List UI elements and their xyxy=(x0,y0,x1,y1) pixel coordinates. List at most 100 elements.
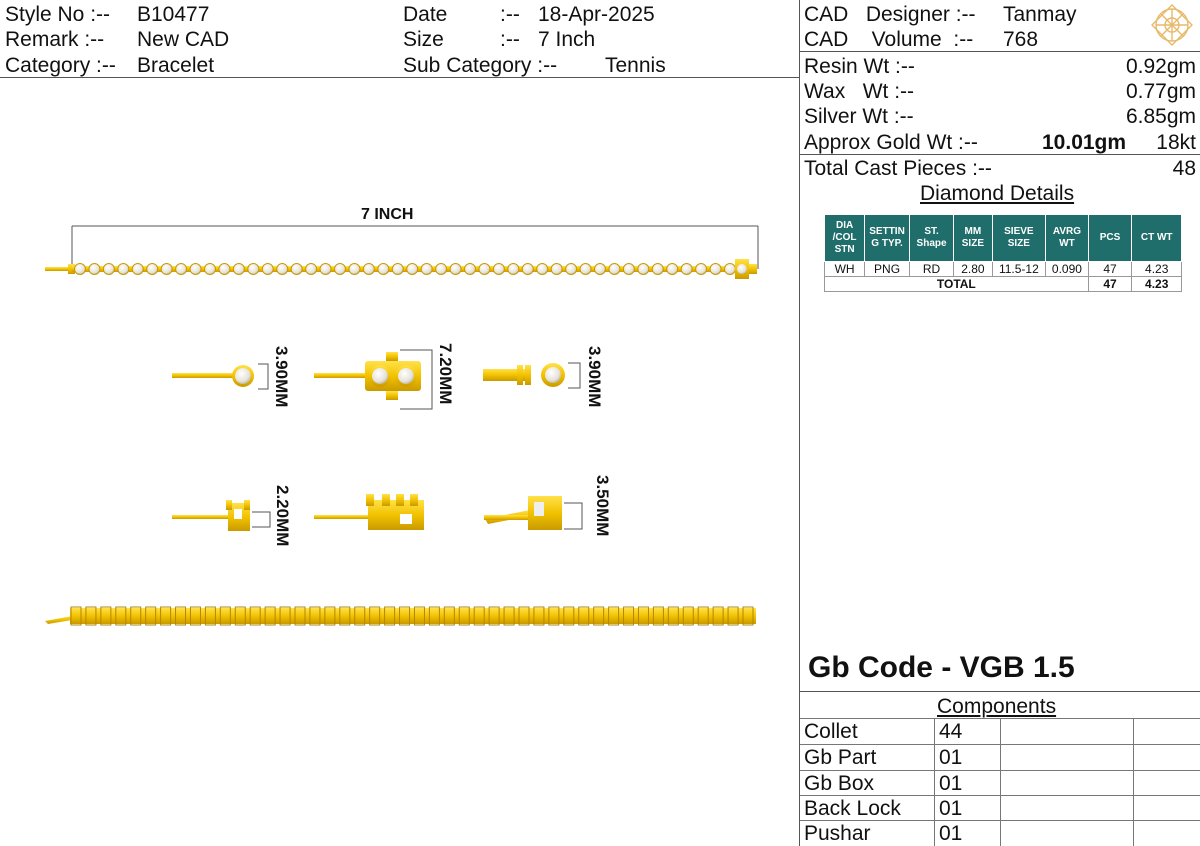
bead-icon xyxy=(680,263,693,275)
setting-type-cell: PNG xyxy=(864,261,910,277)
link-block xyxy=(85,606,97,626)
style-no-value: B10477 xyxy=(137,3,210,26)
link-block xyxy=(548,606,560,626)
bead-icon xyxy=(435,263,448,275)
link-block xyxy=(115,606,127,626)
link-block xyxy=(354,606,366,626)
link-block xyxy=(742,606,754,626)
link-block xyxy=(608,606,620,626)
brand-logo-icon xyxy=(1151,4,1193,46)
total-label: TOTAL xyxy=(824,276,1089,292)
date-label: Date xyxy=(403,3,448,26)
dim-label-3: 3.90MM xyxy=(585,346,604,408)
bead-icon xyxy=(550,263,563,275)
bead-icon xyxy=(146,263,159,275)
length-dimension-line xyxy=(71,225,759,269)
link-block xyxy=(234,606,246,626)
list-item: Gb Part 01 xyxy=(800,744,1200,770)
link-block xyxy=(563,606,575,626)
resin-wt-label: Resin Wt :-- xyxy=(804,55,915,78)
category-value: Bracelet xyxy=(137,54,215,77)
diamond-details-title: Diamond Details xyxy=(920,182,1075,205)
link-block xyxy=(324,606,336,626)
subcategory-label: Sub Category :-- xyxy=(403,54,558,77)
total-pcs: 47 xyxy=(1087,276,1133,292)
bead-icon xyxy=(579,263,592,275)
bead-icon xyxy=(204,263,216,275)
link-block xyxy=(204,606,216,626)
link-block xyxy=(637,606,649,626)
link-block xyxy=(309,606,321,626)
category-label: Category :-- xyxy=(5,54,116,77)
link-block xyxy=(488,606,500,626)
total-ct: 4.23 xyxy=(1131,276,1182,292)
component-blank xyxy=(1000,745,1133,770)
setting-type-header: SETTIN G TYP. xyxy=(864,214,910,262)
cad-designer-label: CAD Designer :-- xyxy=(804,3,976,26)
detail-front-double xyxy=(314,349,433,410)
component-name: Pushar xyxy=(804,822,871,845)
bead-icon xyxy=(305,263,318,275)
component-qty: 01 xyxy=(934,796,1000,821)
bead-icon xyxy=(348,263,361,275)
link-block xyxy=(727,606,739,626)
bead-icon xyxy=(334,263,346,275)
bead-icon xyxy=(608,263,621,275)
link-block xyxy=(175,606,187,626)
silver-wt-label: Silver Wt :-- xyxy=(804,105,914,128)
link-block xyxy=(473,606,485,626)
bracelet-top-view xyxy=(45,259,757,279)
link-block xyxy=(294,606,306,626)
link-block xyxy=(249,606,261,626)
link-block xyxy=(518,606,530,626)
bead-icon xyxy=(131,263,144,275)
bead-icon xyxy=(464,263,476,275)
link-block xyxy=(578,606,590,626)
link-block xyxy=(145,606,157,626)
table-total-row: TOTAL 47 4.23 xyxy=(824,276,1182,292)
gold-wt-label: Approx Gold Wt :-- xyxy=(804,131,978,154)
link-block xyxy=(160,606,172,626)
component-qty: 01 xyxy=(934,771,1000,796)
bead-icon xyxy=(290,263,303,275)
mm-size-cell: 2.80 xyxy=(953,261,993,277)
link-block xyxy=(682,606,694,626)
bead-icon xyxy=(724,263,736,275)
avg-wt-cell: 0.090 xyxy=(1045,261,1089,277)
link-block xyxy=(503,606,515,626)
remark-label: Remark :-- xyxy=(5,28,105,51)
sieve-size-cell: 11.5-12 xyxy=(991,261,1047,277)
bead-icon xyxy=(478,263,491,275)
component-name: Gb Part xyxy=(804,746,877,769)
component-blank xyxy=(1000,771,1133,796)
link-block xyxy=(428,606,440,626)
link-block xyxy=(712,606,724,626)
link-block xyxy=(458,606,470,626)
bead-icon xyxy=(536,263,549,275)
detail-side-clasp xyxy=(484,496,583,530)
link-block xyxy=(697,606,709,626)
detail-front-clasp xyxy=(483,362,581,389)
cad-volume-label: CAD Volume :-- xyxy=(804,28,974,51)
bead-icon xyxy=(695,263,708,275)
gold-wt-value: 10.01gm xyxy=(1042,131,1127,154)
link-block xyxy=(443,606,455,626)
size-value: 7 Inch xyxy=(538,28,596,51)
bead-icon xyxy=(247,263,260,275)
bead-icon xyxy=(420,263,433,275)
bead-icon xyxy=(232,263,245,275)
component-qty: 01 xyxy=(934,821,1000,846)
link-block xyxy=(533,606,545,626)
detail-side-single xyxy=(172,500,271,531)
link-block xyxy=(593,606,605,626)
mm-size-header: MM SIZE xyxy=(953,214,993,262)
bead-icon xyxy=(218,263,231,275)
date-value: 18-Apr-2025 xyxy=(538,3,655,26)
bracelet-drawing xyxy=(45,225,759,626)
dim-label-4: 2.20MM xyxy=(273,485,292,547)
wax-wt-label: Wax Wt :-- xyxy=(804,80,915,103)
diamond-table: DIA /COL STN SETTIN G TYP. ST. Shape MM … xyxy=(823,214,1182,292)
remark-value: New CAD xyxy=(137,28,230,51)
bead-icon xyxy=(160,263,173,275)
wax-wt-value: 0.77gm xyxy=(1125,80,1196,103)
